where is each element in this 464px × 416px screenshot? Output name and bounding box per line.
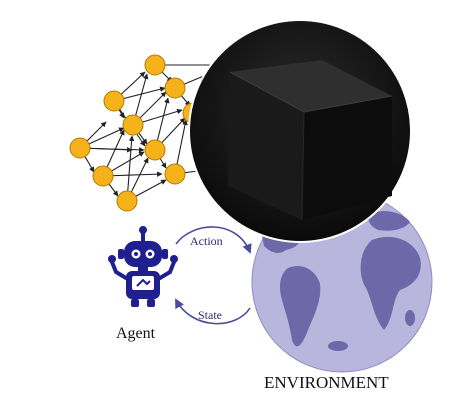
action-label: Action [190, 234, 223, 248]
network-node [103, 90, 125, 112]
network-node [122, 114, 144, 136]
black-box-cube-icon [188, 19, 412, 243]
network-node [116, 190, 138, 212]
network-node [144, 54, 166, 76]
network-node [164, 163, 186, 185]
network-node [92, 165, 114, 187]
robot-agent-icon [108, 226, 178, 307]
state-label: State [198, 308, 222, 322]
neural-network-icon [69, 54, 229, 212]
network-node [69, 137, 91, 159]
action-arrow [175, 226, 252, 254]
agent-label: Agent [116, 325, 156, 342]
network-nodes [69, 54, 204, 212]
network-node [164, 77, 186, 99]
network-node [144, 139, 166, 161]
state-arrow [175, 298, 251, 325]
environment-label: ENVIRONMENT [264, 373, 389, 392]
